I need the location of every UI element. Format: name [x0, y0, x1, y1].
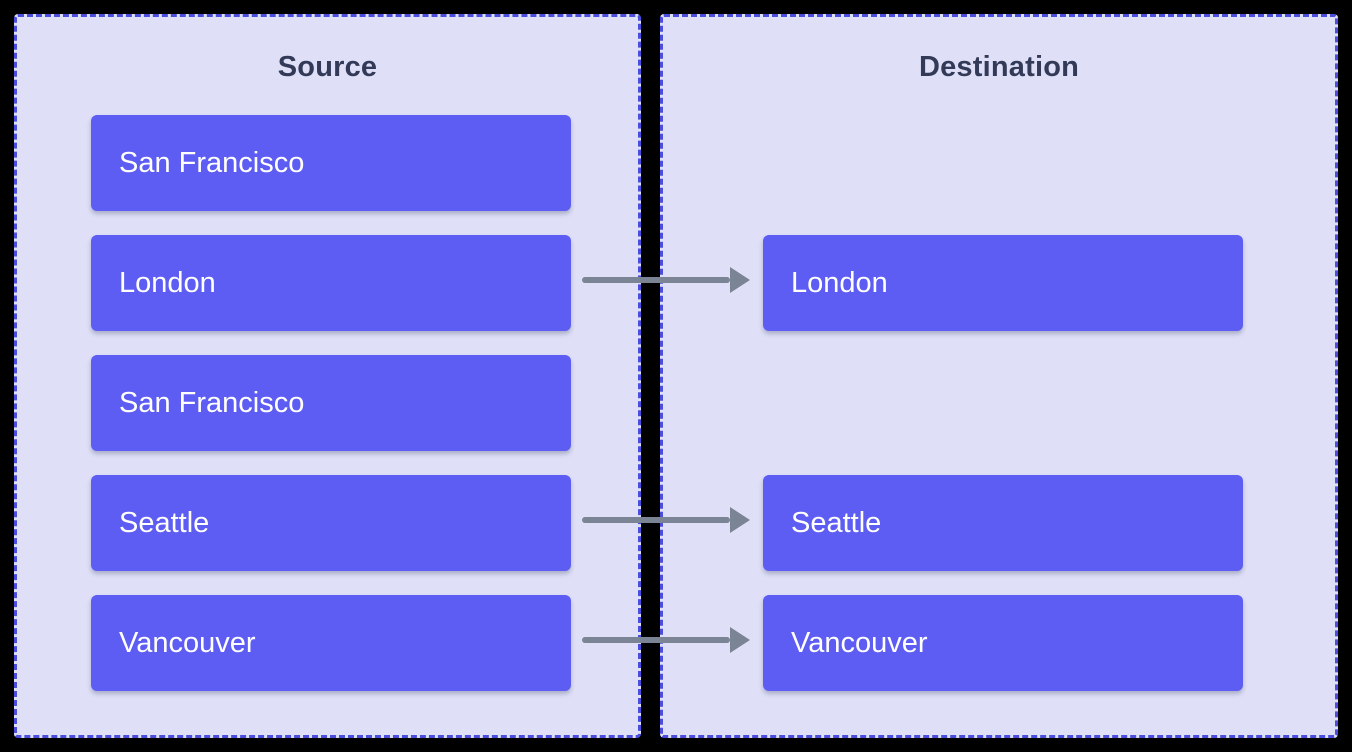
destination-item-london: London [763, 235, 1243, 331]
source-item-london: London [91, 235, 571, 331]
destination-panel: Destination London Seattle Vancouver [660, 14, 1338, 738]
source-item-seattle: Seattle [91, 475, 571, 571]
arrow-head-icon [730, 267, 750, 293]
source-item-san-francisco-1: San Francisco [91, 115, 571, 211]
arrow-line [582, 637, 730, 643]
source-panel-title: Source [277, 51, 378, 83]
destination-item-vancouver: Vancouver [763, 595, 1243, 691]
destination-item-seattle: Seattle [763, 475, 1243, 571]
source-panel: Source San Francisco London San Francisc… [14, 14, 641, 738]
arrow-line [582, 277, 730, 283]
arrow-head-icon [730, 507, 750, 533]
match-arrow-seattle [582, 507, 750, 533]
match-arrow-london [582, 267, 750, 293]
match-arrow-vancouver [582, 627, 750, 653]
destination-panel-title: Destination [918, 51, 1080, 83]
source-item-san-francisco-2: San Francisco [91, 355, 571, 451]
arrow-head-icon [730, 627, 750, 653]
source-item-vancouver: Vancouver [91, 595, 571, 691]
arrow-line [582, 517, 730, 523]
